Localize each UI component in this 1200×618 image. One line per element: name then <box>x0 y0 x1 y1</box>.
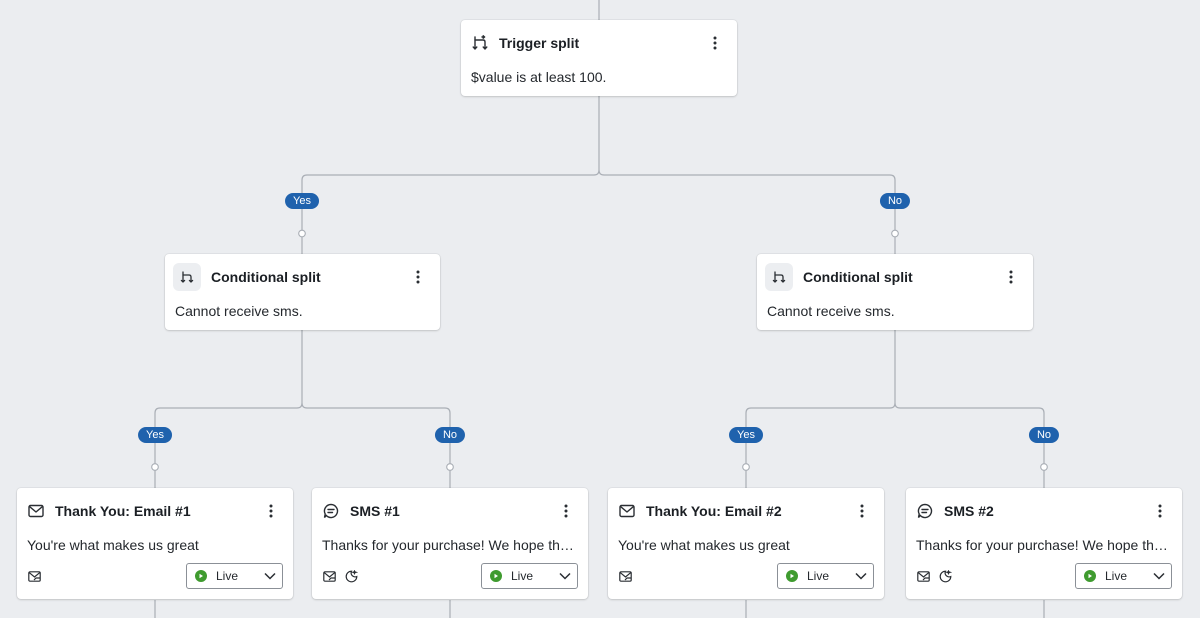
branch-label-yes: Yes <box>285 193 319 209</box>
email-action-card[interactable]: Thank You: Email #2 You're what makes us… <box>608 488 884 599</box>
email-status-icon <box>916 569 930 583</box>
more-options-icon[interactable] <box>558 501 574 521</box>
card-description: You're what makes us great <box>27 537 199 553</box>
sms-icon <box>322 502 340 520</box>
branch-label-no: No <box>434 427 466 443</box>
connector-node <box>1040 463 1048 471</box>
email-status-icon <box>618 569 632 583</box>
connector-node <box>891 229 899 238</box>
live-status-icon <box>786 570 798 582</box>
status-dropdown[interactable]: Live <box>1075 563 1172 589</box>
card-description: Thanks for your purchase! We hope that y… <box>322 537 576 553</box>
status-label: Live <box>216 569 239 583</box>
more-options-icon[interactable] <box>854 501 870 521</box>
status-label: Live <box>807 569 830 583</box>
email-icon <box>27 502 45 520</box>
status-dropdown[interactable]: Live <box>777 563 874 589</box>
connector-right-split-branches <box>745 330 1045 465</box>
trigger-split-icon <box>471 34 489 52</box>
card-title: Trigger split <box>499 35 580 51</box>
conditional-split-icon <box>173 263 201 291</box>
email-icon <box>618 502 636 520</box>
chevron-down-icon <box>855 567 867 585</box>
card-title: Conditional split <box>803 269 913 285</box>
card-title: SMS #1 <box>350 503 400 519</box>
connector-node <box>298 229 306 238</box>
connector-trigger-to-branches <box>301 96 896 232</box>
more-options-icon[interactable] <box>410 267 426 287</box>
card-description: Cannot receive sms. <box>767 303 895 319</box>
connector-left-split-branches <box>154 330 451 465</box>
connector-node <box>151 463 159 471</box>
status-label: Live <box>1105 569 1128 583</box>
sms-action-card[interactable]: SMS #1 Thanks for your purchase! We hope… <box>312 488 588 599</box>
branch-label-yes: Yes <box>729 427 763 443</box>
card-description: You're what makes us great <box>618 537 790 553</box>
live-status-icon <box>490 570 502 582</box>
branch-label-no: No <box>879 193 911 209</box>
chevron-down-icon <box>264 567 276 585</box>
email-action-card[interactable]: Thank You: Email #1 You're what makes us… <box>17 488 293 599</box>
quiet-hours-icon <box>938 569 952 583</box>
more-options-icon[interactable] <box>1152 501 1168 521</box>
chevron-down-icon <box>559 567 571 585</box>
conditional-split-icon <box>765 263 793 291</box>
more-options-icon[interactable] <box>263 501 279 521</box>
connector-node <box>446 463 454 471</box>
connector-bottom-exits <box>154 600 1045 618</box>
email-status-icon <box>27 569 41 583</box>
card-description: Cannot receive sms. <box>175 303 303 319</box>
more-options-icon[interactable] <box>1003 267 1019 287</box>
conditional-split-card[interactable]: Conditional split Cannot receive sms. <box>757 254 1033 330</box>
chevron-down-icon <box>1153 567 1165 585</box>
conditional-split-card[interactable]: Conditional split Cannot receive sms. <box>165 254 440 330</box>
branch-label-yes: Yes <box>138 427 172 443</box>
status-dropdown[interactable]: Live <box>186 563 283 589</box>
sms-action-card[interactable]: SMS #2 Thanks for your purchase! We hope… <box>906 488 1182 599</box>
email-status-icon <box>322 569 336 583</box>
card-title: SMS #2 <box>944 503 994 519</box>
connector-node <box>742 463 750 471</box>
status-label: Live <box>511 569 534 583</box>
branch-label-no: No <box>1028 427 1060 443</box>
card-title: Thank You: Email #1 <box>55 503 191 519</box>
status-dropdown[interactable]: Live <box>481 563 578 589</box>
trigger-split-card[interactable]: Trigger split $value is at least 100. <box>461 20 737 96</box>
card-title: Conditional split <box>211 269 321 285</box>
sms-icon <box>916 502 934 520</box>
card-description: $value is at least 100. <box>471 69 607 85</box>
card-description: Thanks for your purchase! We hope that y… <box>916 537 1170 553</box>
live-status-icon <box>1084 570 1096 582</box>
card-title: Thank You: Email #2 <box>646 503 782 519</box>
live-status-icon <box>195 570 207 582</box>
quiet-hours-icon <box>344 569 358 583</box>
more-options-icon[interactable] <box>707 33 723 53</box>
